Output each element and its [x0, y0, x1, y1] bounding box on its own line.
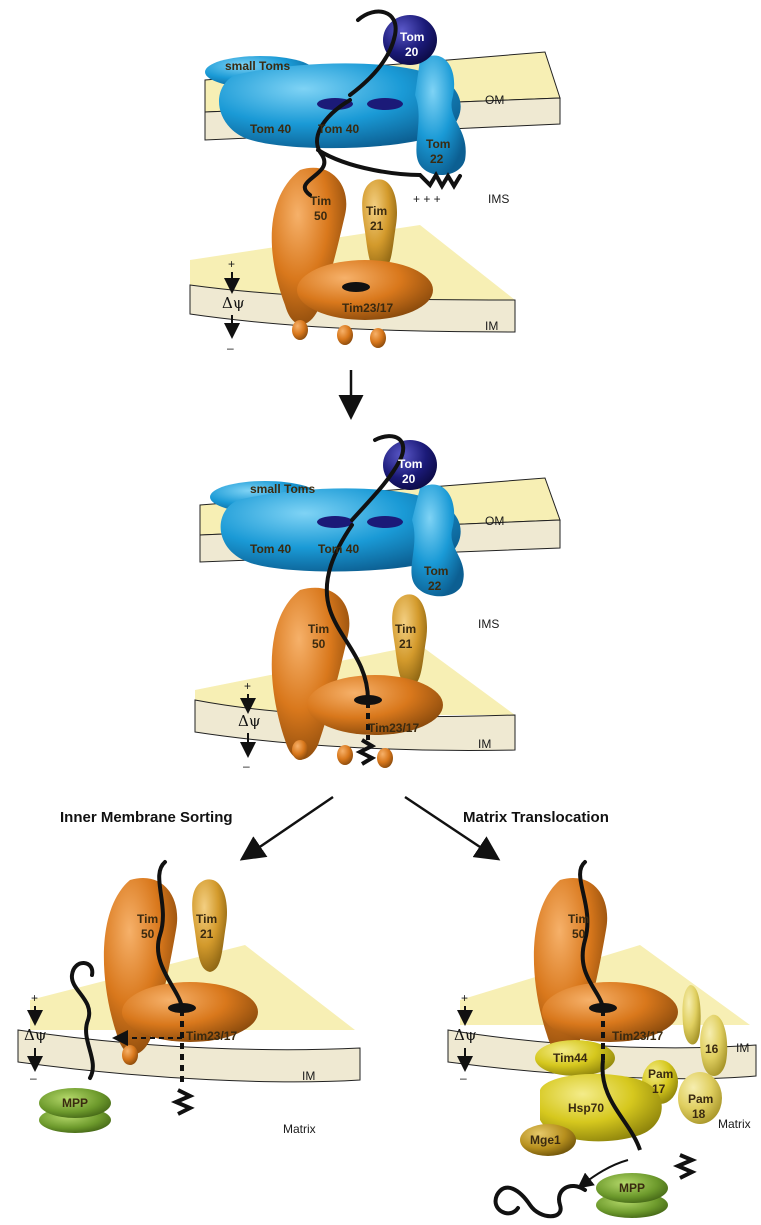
pam17-label-1: Pam [648, 1067, 673, 1081]
om-label: OM [485, 93, 504, 107]
matrix-label: Matrix [718, 1117, 751, 1131]
mpp-enzyme: MPP [39, 1088, 111, 1133]
tom22-label-1: Tom [426, 137, 450, 151]
om-label: OM [485, 514, 504, 528]
tim21-label-1: Tim [196, 912, 217, 926]
tom40-label-b: Tom 40 [318, 542, 359, 556]
plus-sign: + [461, 991, 468, 1005]
panel-mid: Tom 20 small Toms Tom 40 Tom 40 Tom 22 O… [195, 436, 560, 773]
ims-label: IMS [478, 617, 499, 631]
minus-sign: – [243, 759, 250, 773]
mpp-enzyme: MPP [596, 1173, 668, 1218]
delta-psi: Δψ [222, 294, 245, 312]
tom22-label-1: Tom [424, 564, 448, 578]
tom40-label-a: Tom 40 [250, 122, 291, 136]
minus-sign: – [227, 341, 234, 355]
minus-sign: – [30, 1071, 37, 1085]
tim21-label-2: 21 [200, 927, 214, 941]
tim2317-label: Tim23/17 [186, 1029, 237, 1043]
tom40-label-b: Tom 40 [318, 122, 359, 136]
small-toms-label: small Toms [250, 482, 315, 496]
plus-sign: + [244, 679, 251, 693]
im-label: IM [736, 1041, 749, 1055]
small-toms-label: small Toms [225, 59, 290, 73]
tim50-label-2: 50 [314, 209, 328, 223]
pam16-label: 16 [705, 1042, 719, 1056]
im-label: IM [302, 1069, 315, 1083]
tim50-label-2: 50 [572, 927, 586, 941]
tom20-label-2: 20 [405, 45, 419, 59]
tim21-label-2: 21 [399, 637, 413, 651]
charges-label: + + + [413, 192, 441, 206]
mge1-label: Mge1 [530, 1133, 561, 1147]
tom22-label-2: 22 [430, 152, 444, 166]
plus-sign: + [31, 991, 38, 1005]
panel-left: MPP Tim 50 Tim 21 Tim23/17 IM Matrix + Δ… [18, 862, 360, 1136]
tim50-label-2: 50 [141, 927, 155, 941]
tom40-label-a: Tom 40 [250, 542, 291, 556]
plus-sign: + [228, 257, 235, 271]
tim44-label: Tim44 [553, 1051, 588, 1065]
tom22-label-2: 22 [428, 579, 442, 593]
delta-psi: Δψ [238, 712, 261, 730]
hsp70-label: Hsp70 [568, 1101, 604, 1115]
panel-top: Tom 20 small Toms Tom 40 Tom 40 Tom 22 O… [190, 12, 560, 355]
minus-sign: – [460, 1071, 467, 1085]
delta-psi: Δψ [454, 1026, 477, 1044]
tim21-label-1: Tim [395, 622, 416, 636]
im-label: IM [478, 737, 491, 751]
panel-right: MPP Tim 50 Tim23/17 Tim44 Pam 17 Pam 18 … [448, 862, 756, 1218]
tim2317-label: Tim23/17 [342, 301, 393, 315]
ims-label: IMS [488, 192, 509, 206]
tim2317-label: Tim23/17 [612, 1029, 663, 1043]
pam17-label-2: 17 [652, 1082, 666, 1096]
matrix-translocation-title: Matrix Translocation [463, 809, 609, 826]
tim50-label-1: Tim [310, 194, 331, 208]
delta-psi: Δψ [24, 1026, 47, 1044]
pam16 [682, 985, 700, 1045]
tim50-label-2: 50 [312, 637, 326, 651]
arrow-to-translocation [405, 797, 492, 855]
im-label: IM [485, 319, 498, 333]
arrow-to-sorting [248, 797, 333, 855]
tim21-label-2: 21 [370, 219, 384, 233]
pam18-label-1: Pam [688, 1092, 713, 1106]
tom20-label-1: Tom [400, 30, 424, 44]
tim50-label-1: Tim [308, 622, 329, 636]
tim50-label-1: Tim [568, 912, 589, 926]
matrix-label: Matrix [283, 1122, 316, 1136]
inner-membrane-sorting-title: Inner Membrane Sorting [60, 809, 233, 826]
mpp-label: MPP [62, 1096, 88, 1110]
mpp-label: MPP [619, 1181, 645, 1195]
pam18-label-2: 18 [692, 1107, 706, 1121]
tom20-label-1: Tom [398, 457, 422, 471]
tim50-label-1: Tim [137, 912, 158, 926]
tim2317-label: Tim23/17 [368, 721, 419, 735]
tim21-label-1: Tim [366, 204, 387, 218]
tom20-label-2: 20 [402, 472, 416, 486]
